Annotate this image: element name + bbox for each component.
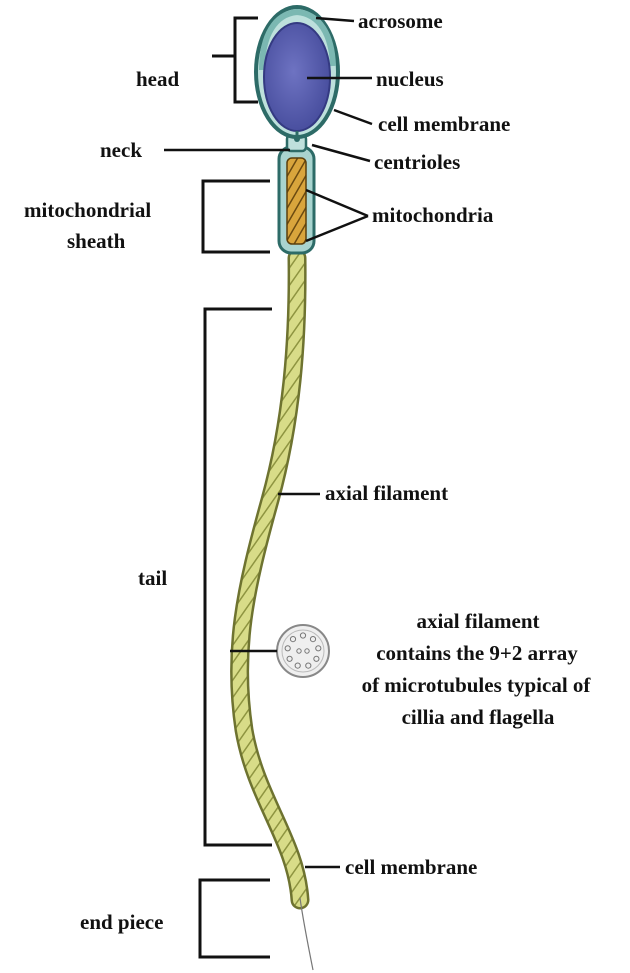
label-axial-filament: axial filament <box>325 481 448 505</box>
note-line-3: of microtubules typical of <box>362 673 592 697</box>
label-mitochondrial-sheath-line2: sheath <box>67 229 126 253</box>
axoneme-cross-section <box>277 625 329 677</box>
label-cell-membrane-head: cell membrane <box>378 112 510 136</box>
label-tail: tail <box>138 566 167 590</box>
leader-centrioles <box>312 145 370 161</box>
end-piece-filament <box>300 898 313 970</box>
mitochondria-coil <box>287 158 306 244</box>
note-axial-filament: axial filament contains the 9+2 array of… <box>362 609 592 729</box>
label-mitochondria: mitochondria <box>372 203 494 227</box>
bracket-head <box>212 18 258 102</box>
label-centrioles: centrioles <box>374 150 460 174</box>
label-acrosome: acrosome <box>358 9 443 33</box>
label-cell-membrane-tail: cell membrane <box>345 855 477 879</box>
sperm-cell <box>239 7 338 970</box>
label-mitochondrial-sheath-line1: mitochondrial <box>24 198 151 222</box>
bracket-mitochondrial-sheath <box>203 181 270 252</box>
label-head: head <box>136 67 180 91</box>
label-neck: neck <box>100 138 142 162</box>
bracket-end-piece <box>200 880 270 957</box>
leader-cell-membrane-head <box>334 110 372 124</box>
note-line-2: contains the 9+2 array <box>376 641 578 665</box>
note-line-1: axial filament <box>416 609 539 633</box>
label-end-piece: end piece <box>80 910 163 934</box>
label-nucleus: nucleus <box>376 67 444 91</box>
note-line-4: cillia and flagella <box>402 705 555 729</box>
